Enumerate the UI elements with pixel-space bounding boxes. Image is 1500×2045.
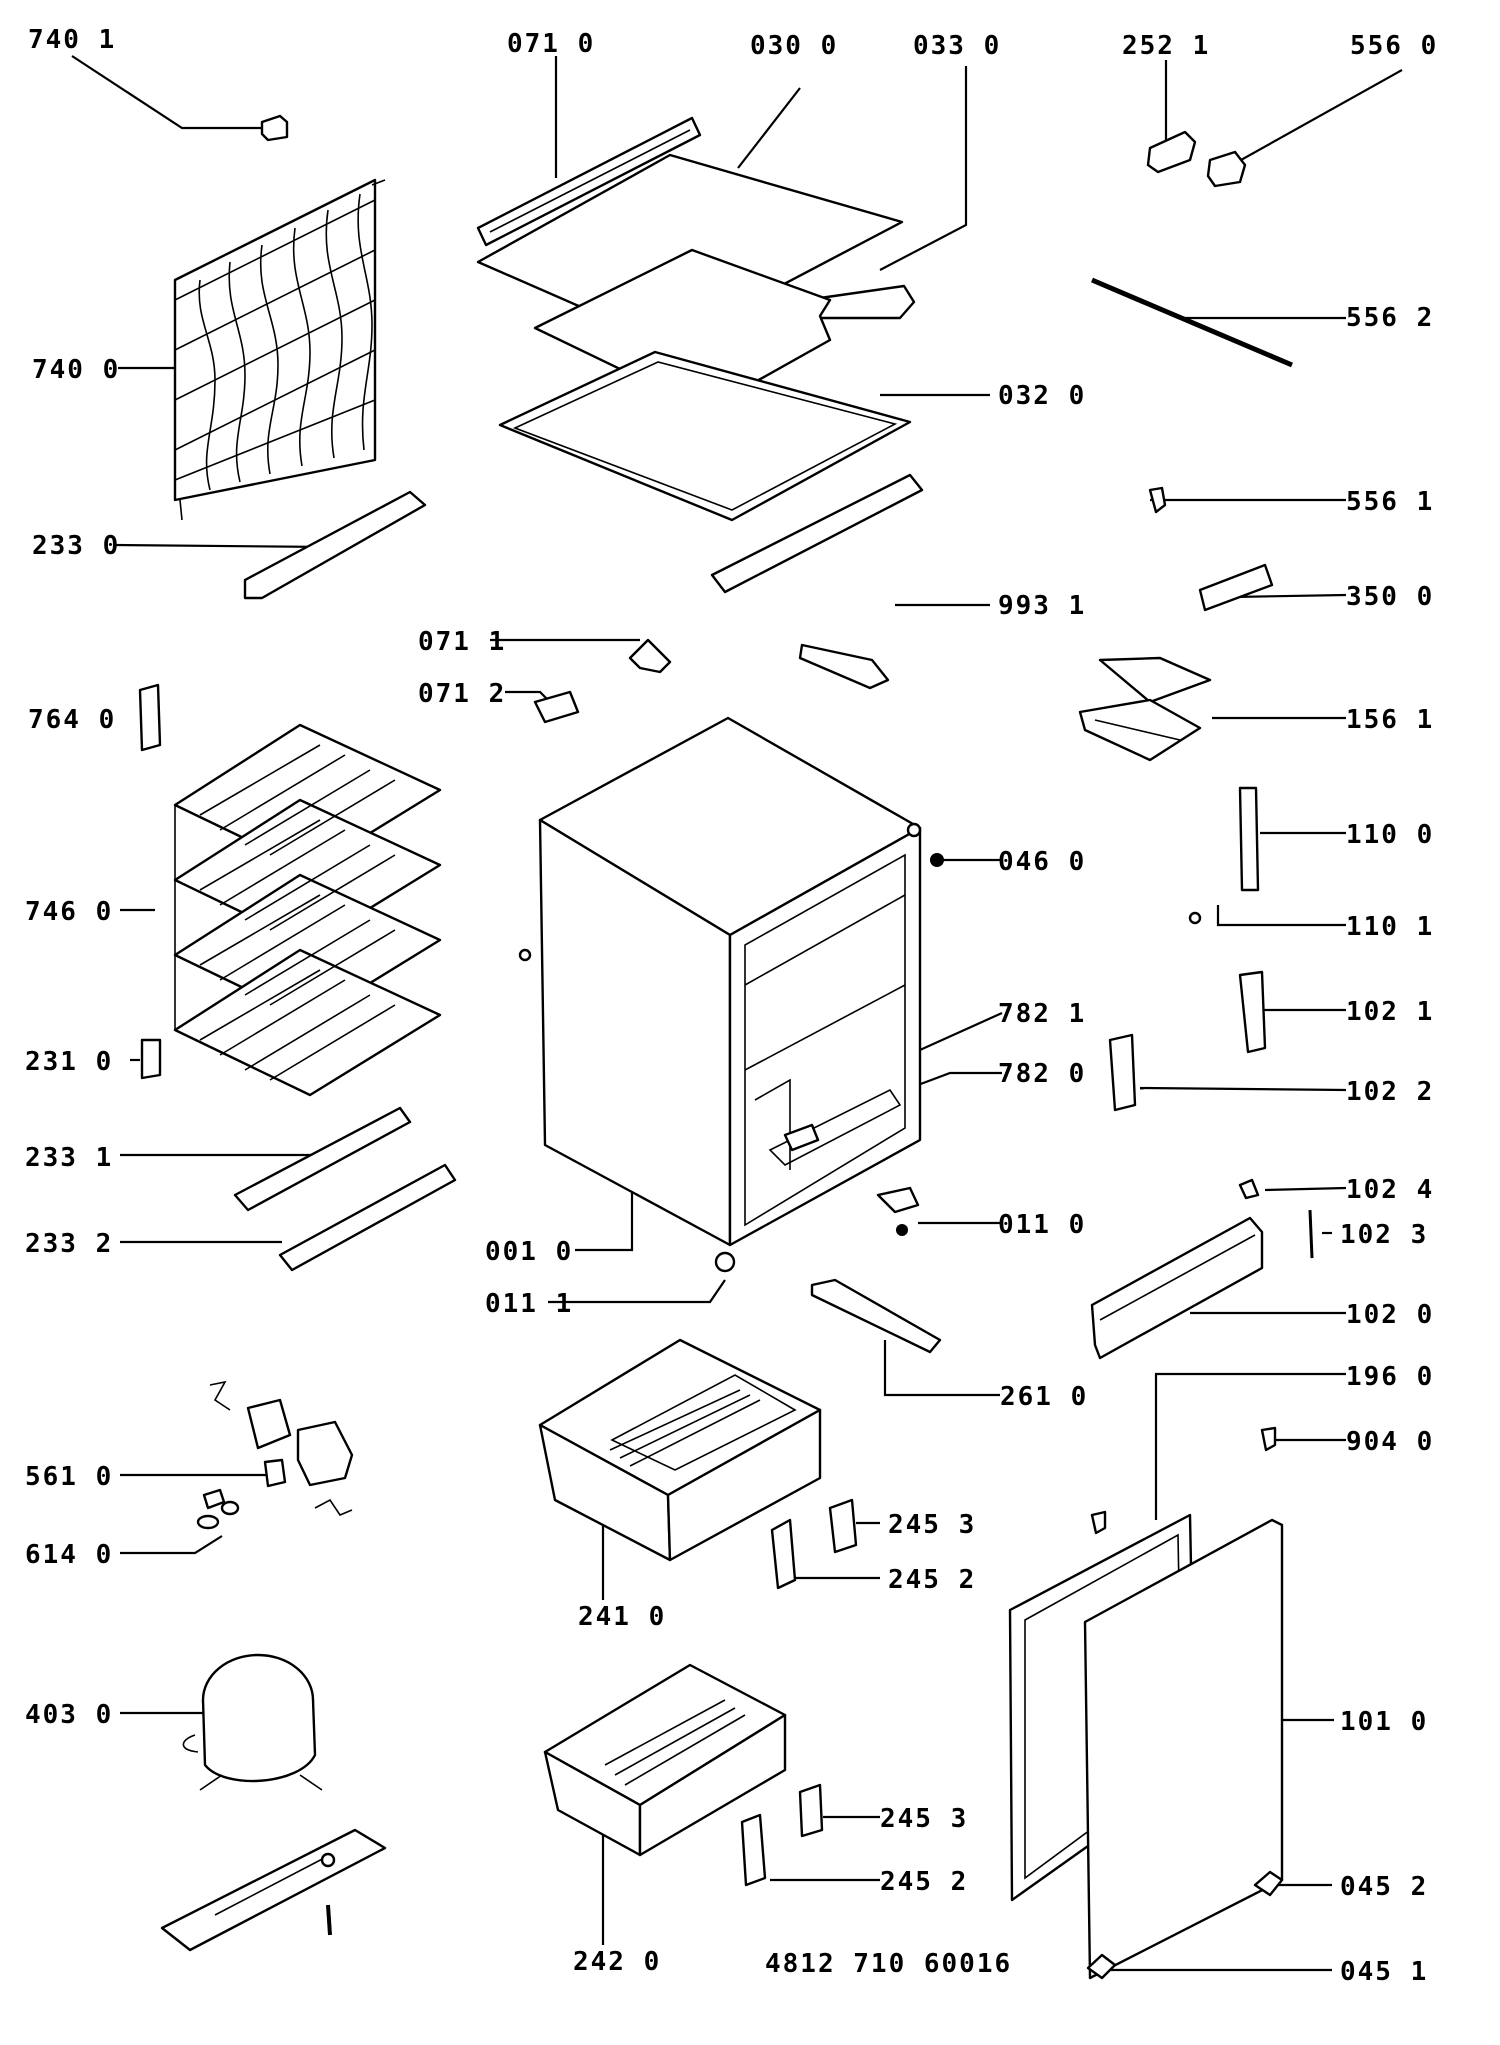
part-245-3-clip-lower bbox=[798, 1783, 824, 1838]
label-233-2: 233 2 bbox=[25, 1229, 113, 1259]
label-782-1: 782 1 bbox=[998, 999, 1086, 1029]
label-740-0: 740 0 bbox=[32, 355, 120, 385]
part-740-1-clip bbox=[260, 114, 289, 142]
part-782-lamp bbox=[783, 1123, 820, 1152]
part-993-1-bar bbox=[710, 473, 924, 594]
part-233-2-bar bbox=[278, 1163, 457, 1272]
label-196-0: 196 0 bbox=[1346, 1362, 1434, 1392]
label-102-0: 102 0 bbox=[1346, 1300, 1434, 1330]
label-993-1: 993 1 bbox=[998, 591, 1086, 621]
part-556-1-pin bbox=[1148, 486, 1167, 514]
part-561-0-relay bbox=[209, 1380, 354, 1516]
label-261-0: 261 0 bbox=[1000, 1382, 1088, 1412]
label-030-0: 030 0 bbox=[750, 31, 838, 61]
part-350-0-bracket bbox=[1198, 563, 1274, 612]
label-245-3-lower: 245 3 bbox=[880, 1804, 968, 1834]
label-614-0: 614 0 bbox=[25, 1540, 113, 1570]
parts bbox=[138, 114, 1314, 1980]
part-032-0-frame bbox=[498, 248, 912, 522]
part-231-0-piece bbox=[140, 1038, 162, 1080]
label-102-3: 102 3 bbox=[1340, 1220, 1428, 1250]
label-071-1: 071 1 bbox=[418, 627, 506, 657]
label-101-0: 101 0 bbox=[1340, 1707, 1428, 1737]
part-746-0-evaporator bbox=[173, 723, 442, 1097]
part-740-0-condenser bbox=[173, 178, 386, 521]
part-614-0-grommet bbox=[196, 1488, 240, 1530]
label-156-1: 156 1 bbox=[1346, 705, 1434, 735]
part-102-4-clip bbox=[1238, 1178, 1260, 1200]
label-102-2: 102 2 bbox=[1346, 1077, 1434, 1107]
part-labels: 740 1 071 0 030 0 033 0 252 1 556 0 740 … bbox=[25, 25, 1438, 1987]
part-403-0-compressor bbox=[182, 1653, 323, 1791]
part-556-0-connector bbox=[1206, 150, 1247, 188]
label-556-1: 556 1 bbox=[1346, 487, 1434, 517]
part-045-2-pad bbox=[1253, 1870, 1284, 1897]
label-746-0: 746 0 bbox=[25, 897, 113, 927]
label-033-0: 033 0 bbox=[913, 31, 1001, 61]
part-102-1-hinge bbox=[1238, 970, 1267, 1054]
part-156-1-tray bbox=[1078, 656, 1212, 762]
label-110-0: 110 0 bbox=[1346, 820, 1434, 850]
part-102-2-hinge bbox=[1108, 1033, 1137, 1112]
label-001-0: 001 0 bbox=[485, 1237, 573, 1267]
label-110-1: 110 1 bbox=[1346, 912, 1434, 942]
part-071-2-clip bbox=[533, 690, 580, 724]
part-245-2-clip-lower bbox=[740, 1813, 767, 1887]
part-252-1-hinge bbox=[1146, 130, 1197, 174]
part-011-0-foot bbox=[876, 1186, 920, 1214]
label-011-0: 011 0 bbox=[998, 1210, 1086, 1240]
part-242-0-drawer bbox=[543, 1663, 787, 1857]
part-110-0-strip bbox=[1238, 786, 1260, 892]
label-764-0: 764 0 bbox=[28, 705, 116, 735]
part-071-1-clip bbox=[628, 638, 672, 674]
part-045-1-pad bbox=[1086, 1953, 1117, 1980]
label-740-1: 740 1 bbox=[28, 25, 116, 55]
label-556-0: 556 0 bbox=[1350, 31, 1438, 61]
label-071-2: 071 2 bbox=[418, 679, 506, 709]
part-001-0-cabinet bbox=[538, 716, 922, 1247]
part-011-1-foot bbox=[714, 1251, 736, 1273]
label-032-0: 032 0 bbox=[998, 381, 1086, 411]
label-241-0: 241 0 bbox=[578, 1602, 666, 1632]
label-904-0: 904 0 bbox=[1346, 1427, 1434, 1457]
part-904-0-screw bbox=[1260, 1426, 1277, 1452]
label-561-0: 561 0 bbox=[25, 1462, 113, 1492]
label-102-1: 102 1 bbox=[1346, 997, 1434, 1027]
part-764-0-filter bbox=[138, 683, 162, 752]
label-245-2-upper: 245 2 bbox=[888, 1565, 976, 1595]
part-245-3-clip bbox=[828, 1498, 858, 1554]
label-252-1: 252 1 bbox=[1122, 31, 1210, 61]
part-556-2-rod bbox=[1091, 277, 1293, 368]
part-102-3-pin bbox=[1308, 1209, 1314, 1259]
part-233-0-bar bbox=[243, 490, 427, 600]
label-102-4: 102 4 bbox=[1346, 1175, 1434, 1205]
label-231-0: 231 0 bbox=[25, 1047, 113, 1077]
label-document-number: 4812 710 60016 bbox=[765, 1949, 1012, 1979]
label-071-0: 071 0 bbox=[507, 29, 595, 59]
part-033-0-tab bbox=[818, 284, 916, 320]
part-compressor-plate bbox=[160, 1828, 387, 1952]
part-101-0-door bbox=[1083, 1518, 1284, 1980]
label-350-0: 350 0 bbox=[1346, 582, 1434, 612]
part-110-1-screw bbox=[1188, 911, 1202, 925]
part-102-0-cover bbox=[1090, 1216, 1264, 1360]
label-233-1: 233 1 bbox=[25, 1143, 113, 1173]
part-046-0-dot bbox=[930, 853, 944, 867]
label-245-2-lower: 245 2 bbox=[880, 1867, 968, 1897]
label-233-0: 233 0 bbox=[32, 531, 120, 561]
label-245-3-upper: 245 3 bbox=[888, 1510, 976, 1540]
part-241-0-drawer bbox=[538, 1338, 822, 1562]
label-242-0: 242 0 bbox=[573, 1947, 661, 1977]
label-556-2: 556 2 bbox=[1346, 303, 1434, 333]
label-011-1: 011 1 bbox=[485, 1289, 573, 1319]
label-403-0: 403 0 bbox=[25, 1700, 113, 1730]
part-261-0-bar bbox=[810, 1278, 942, 1354]
label-046-0: 046 0 bbox=[998, 847, 1086, 877]
label-045-1: 045 1 bbox=[1340, 1957, 1428, 1987]
part-245-2-clip bbox=[770, 1518, 797, 1590]
label-782-0: 782 0 bbox=[998, 1059, 1086, 1089]
label-045-2: 045 2 bbox=[1340, 1872, 1428, 1902]
part-233-1-bar bbox=[233, 1106, 412, 1212]
